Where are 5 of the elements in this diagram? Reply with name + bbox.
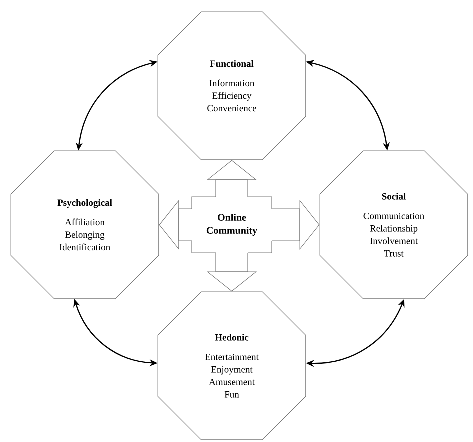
- octagon-box: Functional Information Efficiency Convenience: [158, 12, 306, 160]
- cross-hub: Online Community: [192, 196, 272, 254]
- octagon-box: Hedonic Entertainment Enjoyment Amusement Fun: [158, 292, 306, 440]
- octagon-box: Psychological Affiliation Belonging Identification: [10, 150, 160, 300]
- octagon-box: Social Communication Relationship Involvement Trust: [320, 150, 468, 300]
